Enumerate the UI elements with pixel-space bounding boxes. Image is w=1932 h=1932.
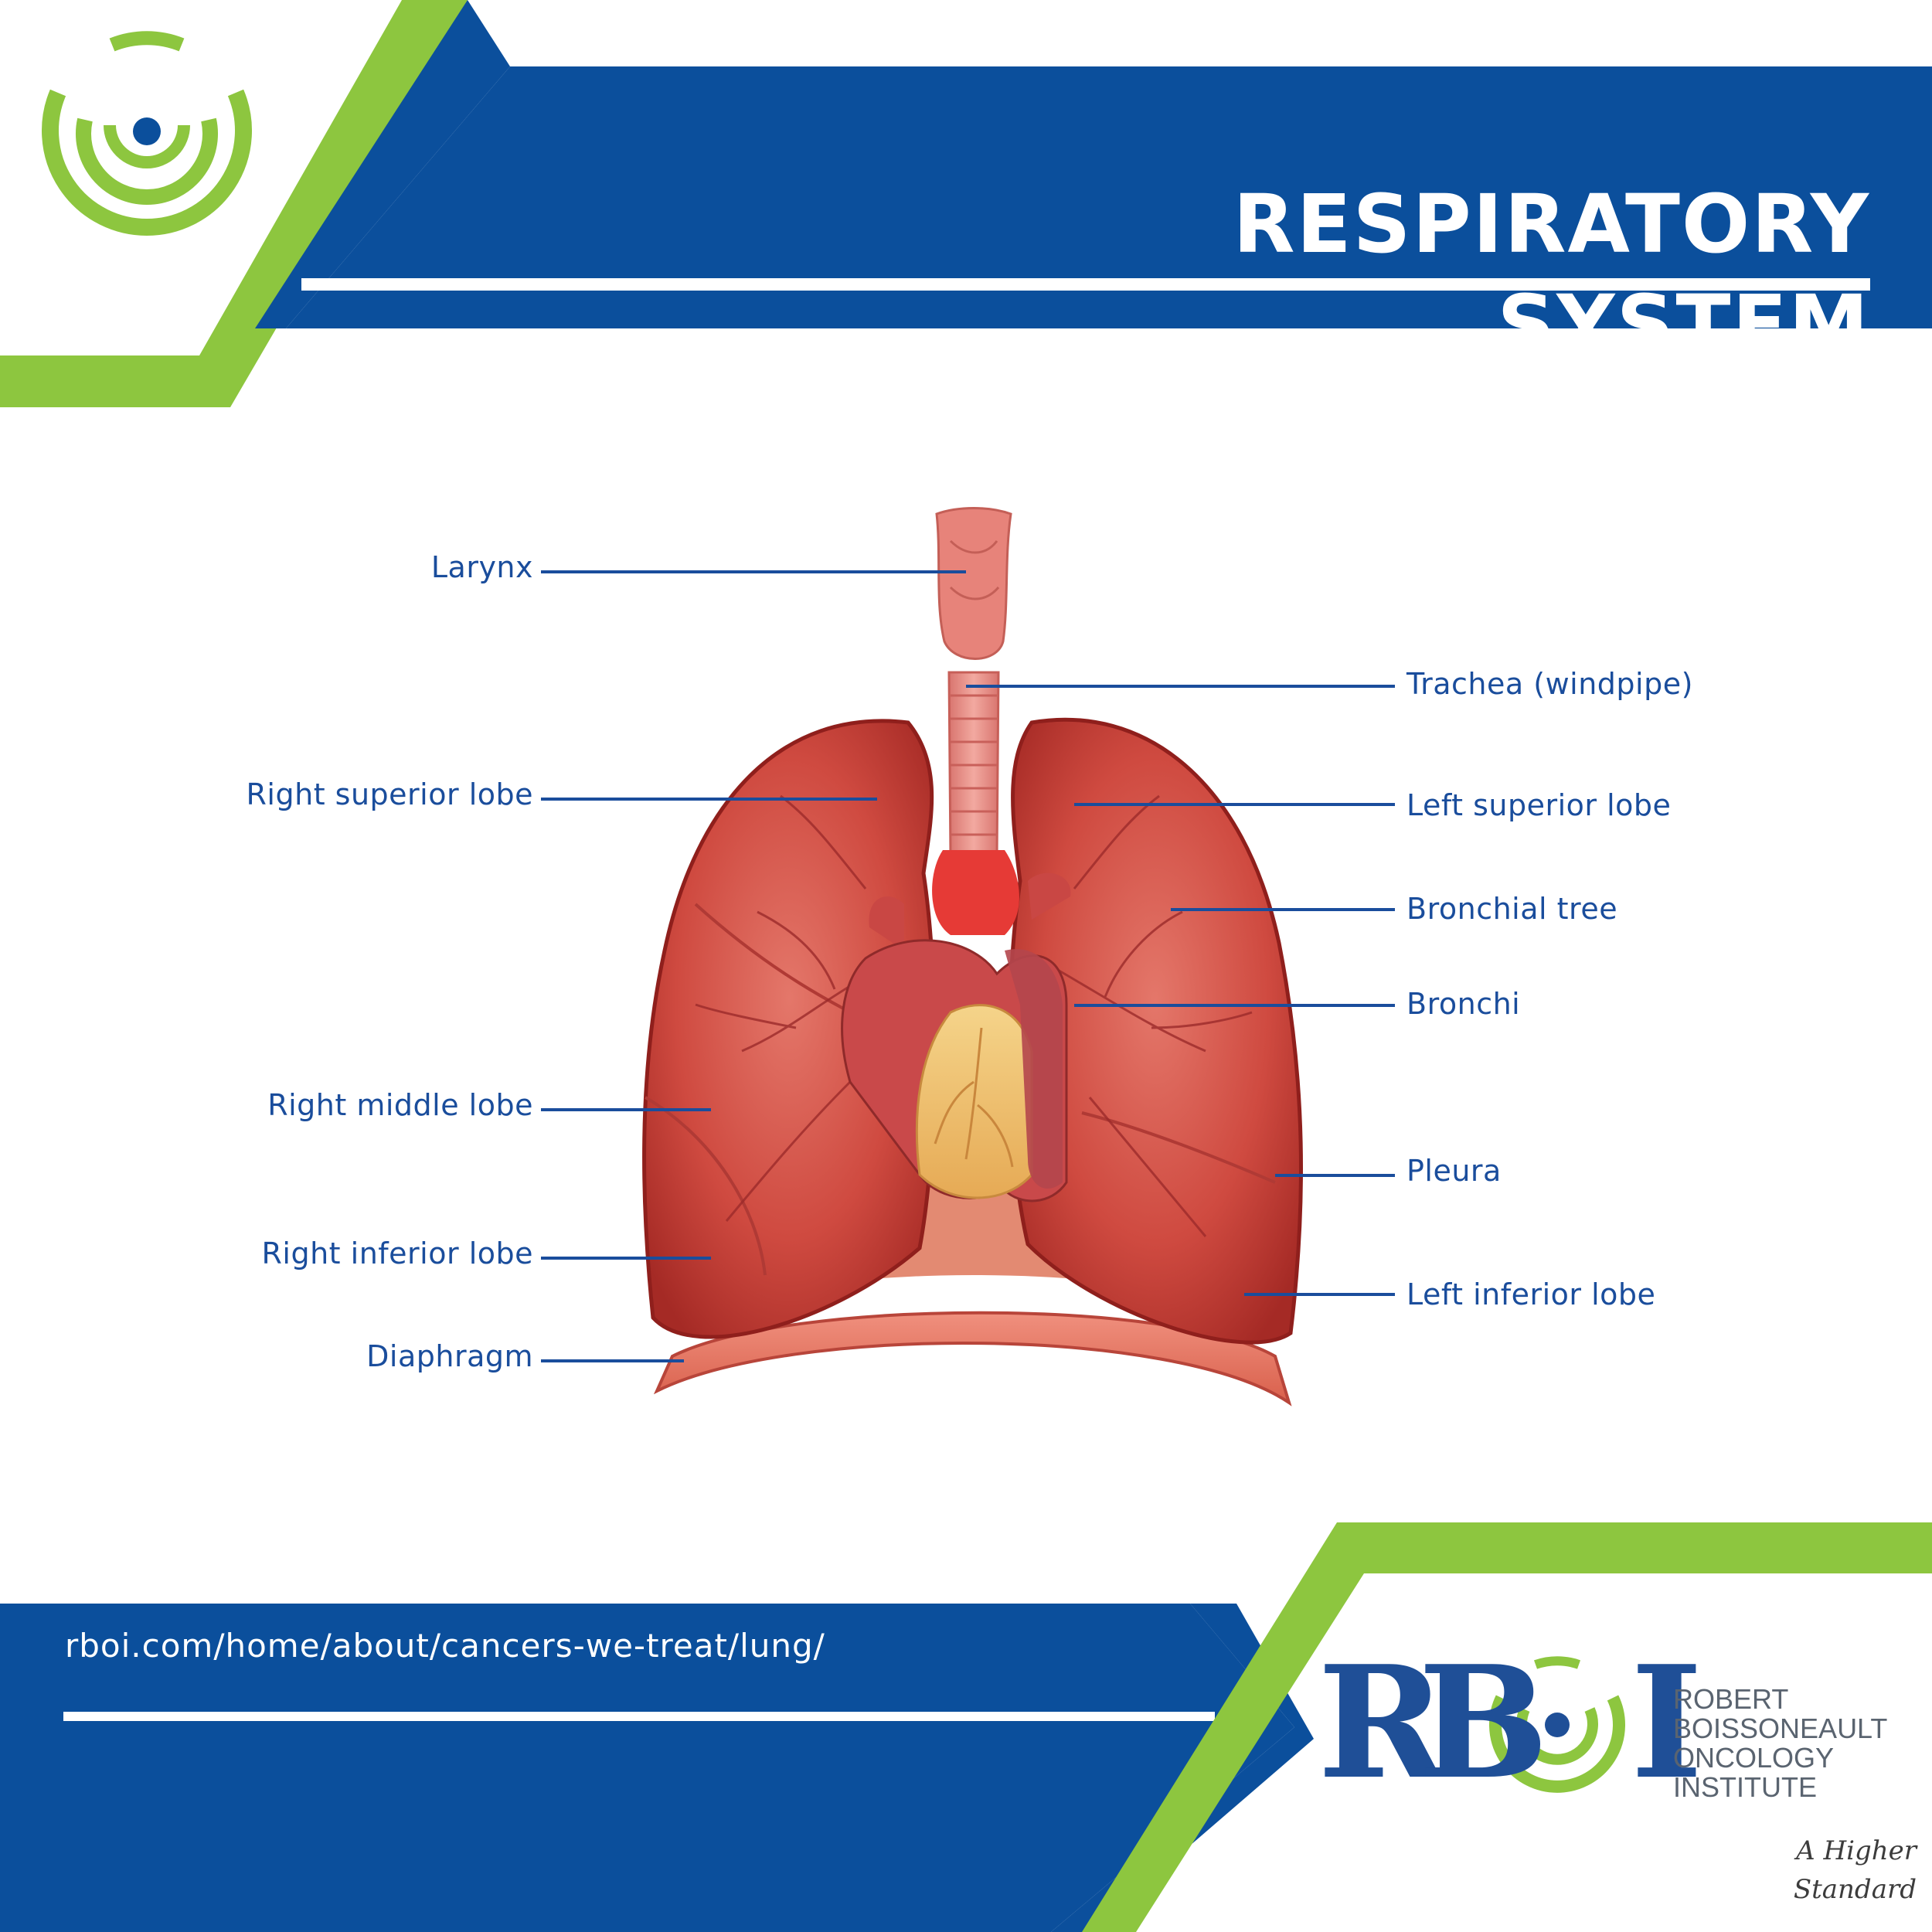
- label-left-superior-lobe: Left superior lobe: [1406, 788, 1672, 822]
- lungs-illustration: [642, 507, 1304, 1406]
- label-pleura: Pleura: [1406, 1154, 1502, 1188]
- label-trachea: Trachea (windpipe): [1406, 667, 1693, 701]
- leader-line-right-superior-lobe: [541, 798, 877, 801]
- footer-url-link[interactable]: rboi.com/home/about/cancers-we-treat/lun…: [65, 1627, 825, 1665]
- footer-heading: FOR MORE INFORMATION: [63, 1547, 878, 1614]
- leader-line-bronchi: [1074, 1004, 1395, 1007]
- logo-name-line: ONCOLOGY: [1673, 1742, 1835, 1774]
- leader-line-left-inferior-lobe: [1244, 1293, 1395, 1296]
- leader-line-pleura: [1275, 1174, 1395, 1177]
- leader-line-trachea: [966, 685, 1395, 688]
- label-larynx: Larynx: [430, 550, 533, 584]
- logo-name-line: ROBERT: [1673, 1683, 1789, 1715]
- leader-line-right-middle-lobe: [541, 1108, 711, 1111]
- label-bronchial-tree: Bronchial tree: [1406, 892, 1618, 926]
- page-title: RESPIRATORY SYSTEM: [1233, 177, 1870, 372]
- label-diaphragm: Diaphragm: [366, 1339, 533, 1373]
- logo-name-line: BOISSONEAULT: [1673, 1713, 1888, 1744]
- label-bronchi: Bronchi: [1406, 987, 1521, 1021]
- leader-line-bronchial-tree: [1171, 908, 1395, 911]
- logo-organization-name: ROBERT BOISSONEAULT ONCOLOGY INSTITUTE: [1673, 1685, 1905, 1802]
- logo-letter-r: R: [1318, 1632, 1447, 1814]
- logo-name-line: INSTITUTE: [1673, 1771, 1817, 1803]
- footer-banner: [0, 1522, 1932, 1932]
- label-right-inferior-lobe: Right inferior lobe: [261, 1236, 533, 1270]
- rboi-logo-symbol: [1489, 1656, 1625, 1793]
- signal-logo-icon: [42, 31, 252, 236]
- logo-letter-i: I: [1631, 1632, 1703, 1814]
- logo-letter-b: B: [1418, 1632, 1549, 1814]
- label-left-inferior-lobe: Left inferior lobe: [1406, 1277, 1656, 1311]
- leader-line-right-inferior-lobe: [541, 1257, 711, 1260]
- leader-line-diaphragm: [541, 1359, 684, 1362]
- leader-line-left-superior-lobe: [1074, 803, 1395, 806]
- header-banner: [0, 0, 1932, 407]
- leader-line-larynx: [541, 570, 966, 573]
- label-right-superior-lobe: Right superior lobe: [246, 777, 533, 811]
- label-right-middle-lobe: Right middle lobe: [267, 1088, 533, 1122]
- logo-tagline: A Higher Standard: [1793, 1835, 1917, 1905]
